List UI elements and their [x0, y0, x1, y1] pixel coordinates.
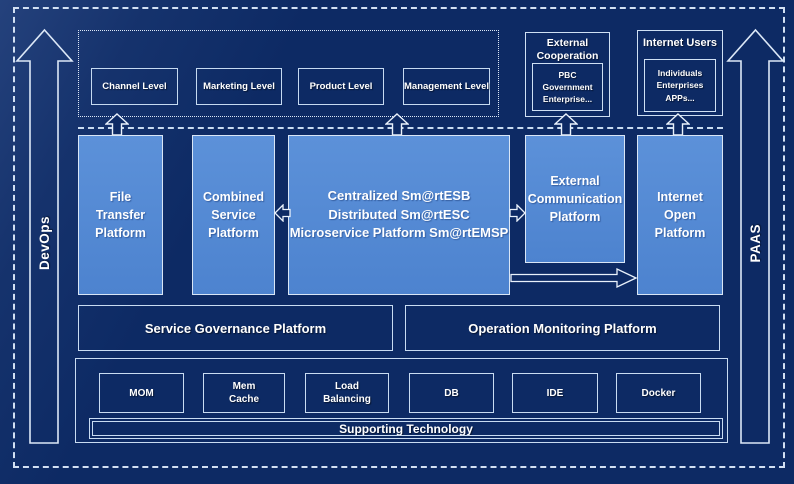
- levels-band: Channel Level Marketing Level Product Le…: [78, 30, 499, 117]
- tech-box-docker: Docker: [616, 373, 701, 413]
- tech-box-load-balancing: Load Balancing: [305, 373, 389, 413]
- up-arrow-icon: [666, 113, 690, 136]
- internet-users-box: Internet Users Individuals Enterprises A…: [637, 30, 723, 116]
- devops-rail-label: DevOps: [16, 198, 73, 288]
- up-arrow-icon: [385, 113, 409, 136]
- up-arrow-icon: [554, 113, 578, 136]
- level-box-product: Product Level: [298, 68, 384, 105]
- internet-users-title: Internet Users: [643, 37, 717, 49]
- esb-platform-box: Centralized Sm@rtESB Distributed Sm@rtES…: [288, 135, 510, 295]
- paas-label-text: PAAS: [748, 223, 763, 263]
- tech-box-mem-cache: Mem Cache: [203, 373, 285, 413]
- level-label: Channel Level: [102, 81, 167, 92]
- level-label: Product Level: [309, 81, 373, 92]
- tech-box-mom: MOM: [99, 373, 184, 413]
- supporting-technology-container: MOM Mem Cache Load Balancing DB IDE Dock…: [75, 358, 728, 443]
- outer-dashed-frame: [13, 7, 785, 468]
- internet-open-platform-box: Internet Open Platform: [637, 135, 723, 295]
- internet-users-members: Individuals Enterprises APPs...: [644, 59, 716, 112]
- combined-service-platform-box: Combined Service Platform: [192, 135, 275, 295]
- long-right-arrow-icon: [510, 268, 638, 288]
- level-box-marketing: Marketing Level: [196, 68, 282, 105]
- file-transfer-platform-box: File Transfer Platform: [78, 135, 163, 295]
- supporting-technology-bar: Supporting Technology: [89, 418, 723, 439]
- level-label: Management Level: [404, 81, 489, 92]
- right-arrow-icon: [509, 204, 526, 222]
- up-arrow-icon: [105, 113, 129, 136]
- level-box-channel: Channel Level: [91, 68, 178, 105]
- devops-up-arrow-icon: [15, 28, 74, 444]
- tech-box-db: DB: [409, 373, 494, 413]
- operation-monitoring-label: Operation Monitoring Platform: [468, 320, 657, 336]
- service-governance-platform-box: Service Governance Platform: [78, 305, 393, 351]
- external-cooperation-box: External Cooperation PBC Government Ente…: [525, 32, 610, 117]
- supporting-technology-label: Supporting Technology: [339, 421, 473, 436]
- left-arrow-icon: [274, 204, 291, 222]
- paas-rail-label: PAAS: [727, 198, 784, 288]
- operation-monitoring-platform-box: Operation Monitoring Platform: [405, 305, 720, 351]
- external-communication-platform-box: External Communication Platform: [525, 135, 625, 263]
- tech-box-ide: IDE: [512, 373, 598, 413]
- service-governance-label: Service Governance Platform: [144, 320, 327, 336]
- paas-up-arrow-icon: [726, 28, 785, 444]
- devops-label-text: DevOps: [37, 215, 52, 271]
- level-box-management: Management Level: [403, 68, 490, 105]
- external-cooperation-members: PBC Government Enterprise...: [532, 63, 603, 111]
- level-label: Marketing Level: [203, 81, 275, 92]
- external-cooperation-title: External Cooperation: [536, 37, 599, 63]
